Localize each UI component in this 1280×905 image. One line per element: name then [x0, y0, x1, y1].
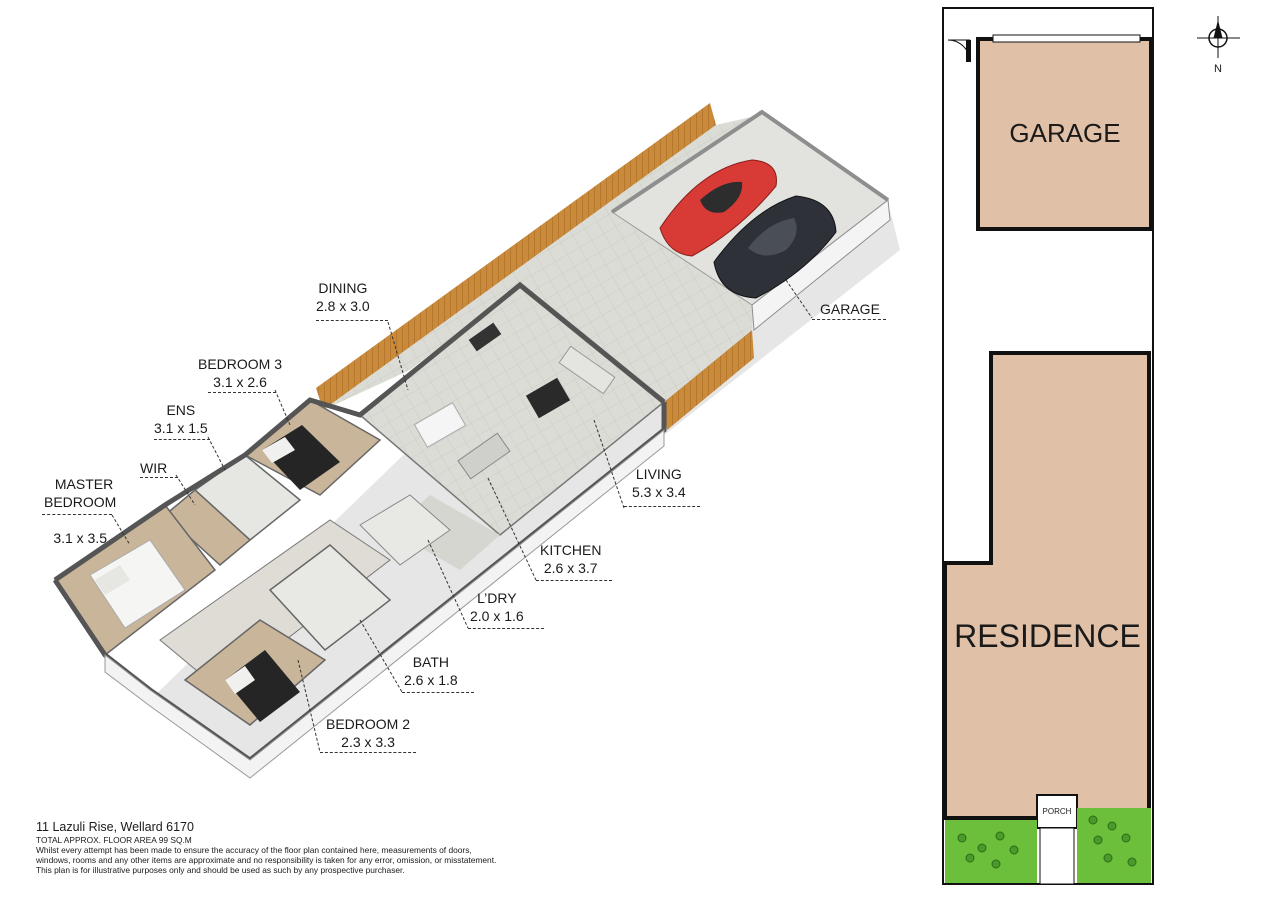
- leader-bath: [402, 692, 474, 693]
- leader-wir: [140, 477, 178, 478]
- room-dims: 3.1 x 3.5: [53, 530, 108, 546]
- outer-wall-back: [53, 281, 666, 583]
- side-fence: [664, 330, 754, 430]
- leader-bedroom-2: [320, 752, 416, 753]
- leader-ens: [154, 439, 210, 440]
- garage-side-door: [947, 39, 971, 63]
- leader-laundry: [468, 628, 544, 629]
- room-dims: 2.6 x 3.7: [543, 560, 598, 576]
- lawn-right: [1077, 808, 1151, 883]
- room-name: MASTER BEDROOM: [44, 476, 117, 510]
- room-dims: 3.1 x 1.5: [154, 420, 208, 436]
- red-car: [659, 159, 777, 257]
- room-label-kitchen: KITCHEN 2.6 x 3.7: [540, 541, 601, 577]
- room-name: BATH: [412, 654, 449, 670]
- dark-car: [713, 195, 837, 299]
- front-path: [1039, 827, 1075, 885]
- master-bed: [89, 539, 186, 629]
- north-label: N: [1214, 63, 1222, 75]
- room-dims: 2.8 x 3.0: [316, 298, 370, 314]
- leader-garage: [812, 319, 886, 320]
- room-label-bath: BATH 2.6 x 1.8: [404, 653, 458, 689]
- room-label-master-bedroom: MASTER BEDROOM 3.1 x 3.5: [44, 457, 116, 565]
- garage-door: [992, 34, 1141, 43]
- room-dims: 5.3 x 3.4: [632, 484, 686, 500]
- wir-floor: [163, 489, 252, 566]
- coffee-table: [525, 377, 571, 419]
- room-dims: 2.6 x 1.8: [404, 672, 458, 688]
- room-label-ens: ENS 3.1 x 1.5: [154, 401, 208, 437]
- garage-wall-back: [610, 109, 890, 214]
- room-name: KITCHEN: [540, 542, 602, 558]
- tv: [468, 322, 502, 352]
- room-dims: 2.0 x 1.6: [470, 608, 524, 624]
- disclaimer-line-1: Whilst every attempt has been made to en…: [36, 845, 472, 855]
- room-label-bedroom-3: BEDROOM 3 3.1 x 2.6: [198, 355, 282, 391]
- site-porch-label: PORCH: [1042, 807, 1072, 816]
- site-residence: [943, 351, 1151, 820]
- north-arrow-icon: [1197, 16, 1240, 58]
- site-garage-label: GARAGE: [1009, 118, 1121, 148]
- leader-bedroom-3: [208, 392, 276, 393]
- room-name: DINING: [318, 280, 368, 296]
- leader-kitchen: [536, 580, 612, 581]
- shrubs: [957, 815, 1137, 869]
- room-name: GARAGE: [820, 301, 880, 317]
- room-label-wir: WIR: [140, 459, 167, 477]
- site-residence-label: RESIDENCE: [954, 618, 1141, 654]
- rear-fence: [316, 103, 716, 410]
- dining-table: [413, 402, 467, 448]
- kitchen-island: [457, 432, 511, 480]
- room-name: BEDROOM 2: [326, 716, 411, 732]
- room-name: ENS: [166, 402, 196, 418]
- room-name: BEDROOM 3: [198, 356, 283, 372]
- room-label-bedroom-2: BEDROOM 2 2.3 x 3.3: [326, 715, 410, 751]
- laundry-floor: [359, 494, 451, 566]
- room-label-laundry: L’DRY 2.0 x 1.6: [470, 589, 524, 625]
- bedroom-2-bed: [225, 650, 300, 722]
- bedroom-3-bed: [262, 425, 340, 490]
- room-name: LIVING: [635, 466, 682, 482]
- room-label-garage: GARAGE: [820, 300, 880, 318]
- leader-lines: [111, 279, 813, 753]
- bath-floor: [268, 544, 392, 652]
- floor-area: TOTAL APPROX. FLOOR AREA 99 SQ.M: [36, 835, 192, 845]
- room-label-dining: DINING 2.8 x 3.0: [316, 279, 370, 315]
- front-wall-face: [104, 428, 665, 779]
- property-address: 11 Lazuli Rise, Wellard 6170: [36, 820, 194, 834]
- room-name: WIR: [140, 460, 168, 476]
- disclaimer-line-2: windows, rooms and any other items are a…: [36, 855, 497, 865]
- room-dims: 2.3 x 3.3: [341, 734, 395, 750]
- disclaimer-line-3: This plan is for illustrative purposes o…: [36, 865, 405, 875]
- plan-footer: 11 Lazuli Rise, Wellard 6170 TOTAL APPRO…: [36, 820, 496, 875]
- room-name: L’DRY: [477, 590, 517, 606]
- leader-dining: [316, 320, 388, 321]
- lawn-left: [945, 820, 1037, 883]
- leader-master-bedroom: [42, 514, 112, 515]
- floor-plan-3d: [52, 103, 900, 779]
- room-dims: 3.1 x 2.6: [213, 374, 267, 390]
- garage-wall-front: [751, 199, 891, 331]
- sofa: [558, 345, 616, 395]
- leader-living: [624, 506, 700, 507]
- room-label-living: LIVING 5.3 x 3.4: [632, 465, 686, 501]
